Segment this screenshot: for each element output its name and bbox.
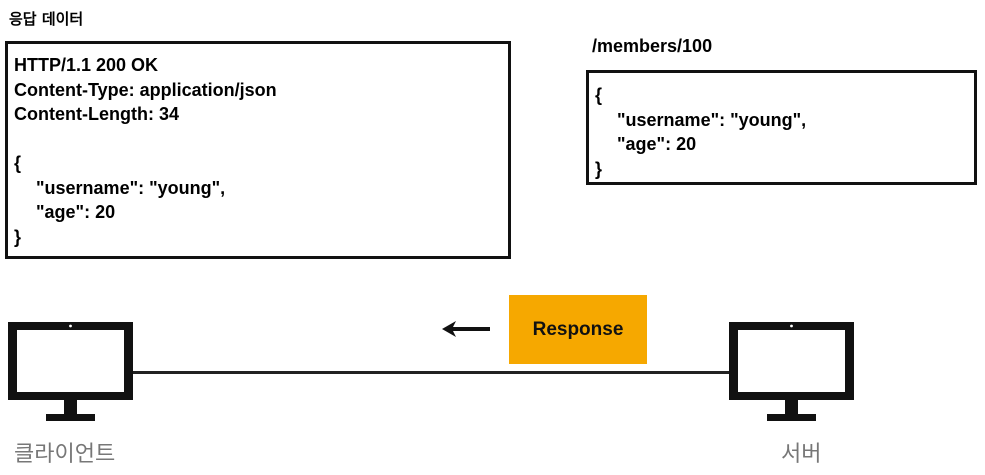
diagram-title: 응답 데이터 <box>9 10 84 28</box>
resource-body-close: } <box>595 158 603 179</box>
network-connection-line <box>130 371 732 374</box>
response-body-age: "age": 20 <box>36 202 116 222</box>
client-label: 클라이언트 <box>14 442 116 467</box>
response-body-username: "username": "young", <box>36 177 226 198</box>
resource-body-age: "age": 20 <box>617 134 697 154</box>
content-length-header: Content-Length: 34 <box>14 104 179 124</box>
resource-body-username: "username": "young", <box>617 109 807 130</box>
response-label: Response <box>509 295 647 364</box>
resource-path: /members/100 <box>592 36 713 56</box>
content-type-header: Content-Type: application/json <box>14 79 277 100</box>
server-monitor-icon <box>729 322 854 421</box>
status-line: HTTP/1.1 200 OK <box>14 55 159 75</box>
blank-line <box>14 127 508 152</box>
resource-box: { "username": "young", "age": 20 } <box>586 70 977 185</box>
response-body-open: { <box>14 153 22 173</box>
left-arrow-icon <box>442 321 490 337</box>
http-response-box: HTTP/1.1 200 OK Content-Type: applicatio… <box>5 41 511 259</box>
client-monitor-icon <box>8 322 133 421</box>
server-label: 서버 <box>781 442 822 467</box>
resource-body-open: { <box>595 85 603 105</box>
response-body-close: } <box>14 226 22 247</box>
